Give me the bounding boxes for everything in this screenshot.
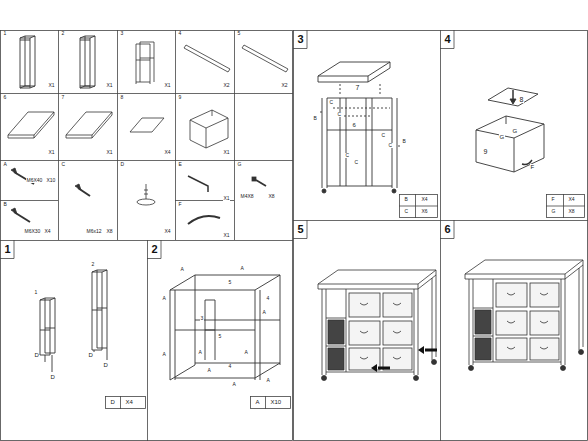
step-number: 4 xyxy=(444,34,451,45)
part-letter: G xyxy=(499,134,505,140)
part-letter: A xyxy=(244,350,248,355)
quantity-label: X8 xyxy=(106,229,113,234)
quantity-label: X6 xyxy=(421,209,428,214)
part-letter: A xyxy=(232,382,236,387)
callout-number: 7 xyxy=(61,95,65,100)
callout-number: 1 xyxy=(34,290,38,295)
callout-number: 5 xyxy=(237,31,241,36)
callout-number: 3 xyxy=(200,316,204,321)
step-number: 3 xyxy=(297,34,304,45)
step-number: 5 xyxy=(297,224,304,235)
quantity-label: X1 xyxy=(48,83,55,88)
part-letter: A xyxy=(262,310,266,315)
quantity-label: X1 xyxy=(106,83,113,88)
part-letter: D xyxy=(34,352,39,358)
part-letter: D xyxy=(103,362,108,368)
part-letter: G xyxy=(551,209,556,214)
screw-size: M6x12 xyxy=(86,229,102,234)
callout-number: 5 xyxy=(228,280,232,285)
screw-size: M4X8 xyxy=(240,194,254,199)
part-letter: B xyxy=(402,139,406,144)
part-letter: B xyxy=(313,116,317,121)
callout-number: 9 xyxy=(178,95,182,100)
step-number: 6 xyxy=(444,224,451,235)
quantity-label: X4 xyxy=(125,399,133,405)
part-letter: C xyxy=(337,112,342,117)
quantity-label: X1 xyxy=(106,150,113,155)
quantity-label: X1 xyxy=(223,233,230,238)
step-number: 1 xyxy=(4,244,11,255)
callout-number: 9 xyxy=(483,148,488,155)
callout-number: 1 xyxy=(3,31,7,36)
quantity-label: X10 xyxy=(46,178,56,183)
quantity-label: X4 xyxy=(421,197,428,202)
part-letter: B xyxy=(404,197,408,202)
quantity-label: X4 xyxy=(164,229,171,234)
quantity-label: X4 xyxy=(44,229,51,234)
quantity-label: X1 xyxy=(164,83,171,88)
screw-size: M6X40 xyxy=(26,178,43,183)
quantity-label: X2 xyxy=(281,83,288,88)
part-letter: A xyxy=(162,296,166,301)
part-letter: F xyxy=(178,202,182,207)
part-letter: C xyxy=(61,162,66,167)
part-letter: A xyxy=(180,267,184,272)
part-letter: D xyxy=(110,399,115,405)
part-letter: G xyxy=(237,162,242,167)
part-letter: A xyxy=(207,368,211,373)
quantity-label: X1 xyxy=(223,196,230,201)
callout-number: 4 xyxy=(228,364,232,369)
part-letter: C xyxy=(381,133,386,138)
part-letter: B xyxy=(3,202,7,207)
callout-number: 6 xyxy=(3,95,7,100)
callout-number: 8 xyxy=(519,96,524,103)
quantity-label: X8 xyxy=(568,209,575,214)
part-letter: C xyxy=(404,209,409,214)
callout-number: 7 xyxy=(355,84,360,91)
quantity-label: X2 xyxy=(223,83,230,88)
quantity-label: X10 xyxy=(270,399,282,405)
part-letter: A xyxy=(240,266,244,271)
part-letter: C xyxy=(354,160,359,165)
part-letter: C xyxy=(388,143,393,148)
part-letter: D xyxy=(50,374,55,380)
part-letter: C xyxy=(329,100,334,105)
callout-number: 2 xyxy=(61,31,65,36)
callout-number: 6 xyxy=(352,122,356,128)
callout-number: 2 xyxy=(91,262,95,267)
part-letter: A xyxy=(3,162,7,167)
part-letter: C xyxy=(345,153,350,158)
quantity-label: X1 xyxy=(223,150,230,155)
quantity-label: X4 xyxy=(164,150,171,155)
callout-number: 5 xyxy=(218,334,222,339)
part-letter: A xyxy=(266,378,270,383)
part-letter: A xyxy=(162,352,166,357)
callout-number: 4 xyxy=(178,31,182,36)
quantity-label: X1 xyxy=(48,150,55,155)
quantity-label: X8 xyxy=(268,194,275,199)
part-letter: D xyxy=(120,162,125,167)
part-letter: E xyxy=(178,162,182,167)
callout-number: 8 xyxy=(120,95,124,100)
quantity-label: X4 xyxy=(568,197,575,202)
screw-size: M6X30 xyxy=(24,229,41,234)
part-letter: G xyxy=(512,128,518,134)
part-letter: F xyxy=(530,164,535,170)
part-letter: F xyxy=(551,197,555,202)
callout-number: 4 xyxy=(266,296,270,301)
part-letter: A xyxy=(255,399,260,405)
step-number: 2 xyxy=(151,244,158,255)
part-letter: D xyxy=(88,352,93,358)
callout-number: 3 xyxy=(120,31,124,36)
part-letter: A xyxy=(198,350,202,355)
